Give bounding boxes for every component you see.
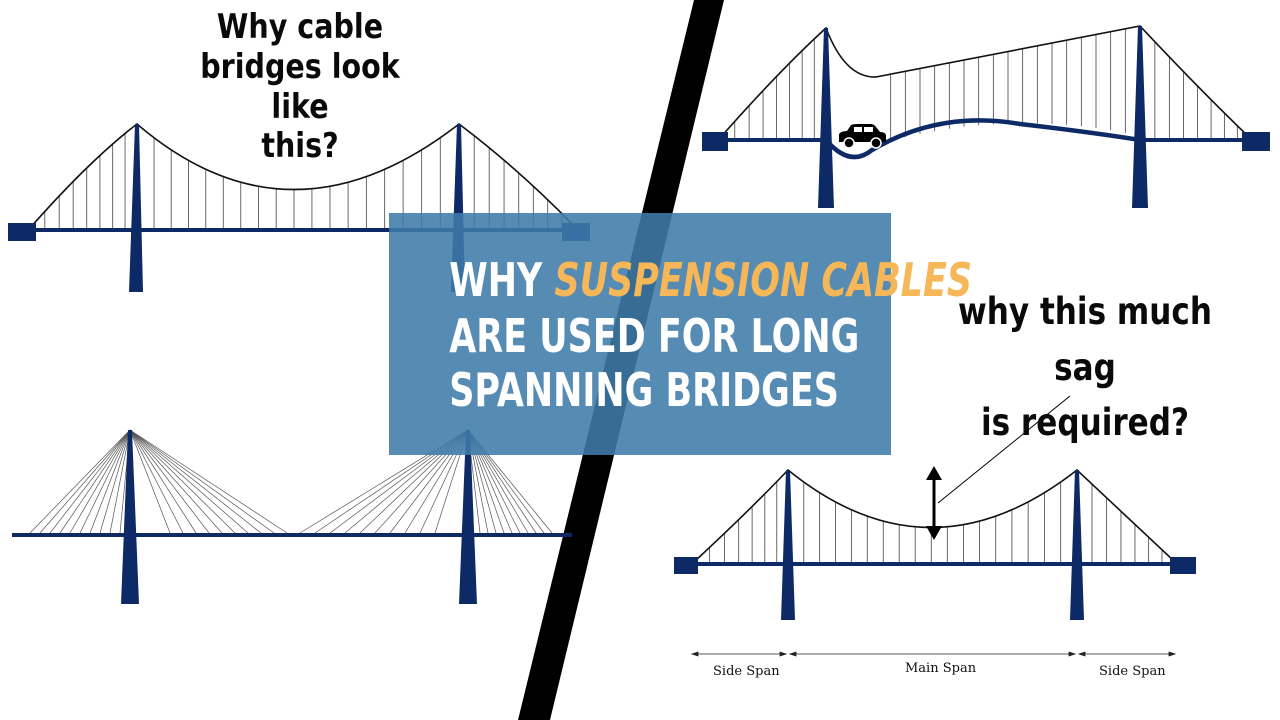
deformed-suspension-bridge — [702, 25, 1270, 208]
banner-line-1: WHY SUSPENSION CABLES — [449, 253, 972, 307]
banner-line-3: SPANNING BRIDGES — [449, 363, 839, 417]
stay-cable — [129, 429, 171, 534]
stay-cable — [109, 429, 131, 534]
tower-right — [1132, 26, 1148, 208]
stay-cable — [129, 429, 184, 534]
stay-cable — [39, 429, 131, 534]
deck-side-left — [706, 138, 830, 142]
stay-cable — [129, 429, 262, 534]
car-icon — [839, 124, 886, 149]
hangers — [709, 481, 1163, 562]
title-banner: WHY SUSPENSION CABLES ARE USED FOR LONG … — [389, 213, 972, 455]
side-span-right-label: Side Span — [1099, 664, 1166, 679]
sag-diagram-bridge — [674, 395, 1196, 657]
main-span-label: Main Span — [905, 661, 977, 676]
stay-cable — [129, 429, 249, 534]
main-cable — [719, 25, 1251, 139]
question-sag: why this much sag is required? — [934, 284, 1236, 451]
stay-cable — [79, 429, 131, 534]
question-line: Why cable — [216, 7, 384, 47]
anchorage-left — [674, 557, 698, 574]
anchorage-left — [702, 132, 728, 151]
callout-leader — [937, 395, 1071, 504]
stay-cable — [129, 429, 223, 534]
question-line: this? — [261, 126, 339, 167]
tower-left — [781, 470, 795, 620]
anchorage-right — [1242, 132, 1270, 151]
stay-cable — [89, 429, 131, 534]
stay-cable — [59, 429, 131, 534]
stay-cable — [129, 429, 275, 534]
stay-cable — [129, 429, 236, 534]
banner-line-2: ARE USED FOR LONG — [449, 309, 860, 363]
stay-cable — [29, 429, 131, 534]
anchorage-right — [1170, 557, 1196, 574]
stay-cable — [69, 429, 131, 534]
tower-left — [121, 430, 139, 604]
tower-right — [1070, 470, 1084, 620]
question-line: bridges look like — [200, 46, 400, 127]
stay-cable — [129, 429, 288, 534]
question-line: why this much sag — [958, 290, 1212, 389]
side-span-left-label: Side Span — [713, 664, 780, 679]
hangers — [734, 28, 1238, 141]
banner-highlight: SUSPENSION CABLES — [554, 253, 973, 307]
span-dimensions — [690, 651, 1177, 657]
deck-side-right — [1136, 138, 1250, 142]
stay-cable — [129, 429, 197, 534]
question-line: is required? — [980, 401, 1190, 444]
main-cable — [29, 122, 577, 229]
tower-left — [129, 124, 143, 292]
stay-cable — [49, 429, 131, 534]
tower-left — [818, 28, 834, 208]
stay-cable — [99, 429, 131, 534]
sag-arrow-icon — [926, 466, 942, 540]
deck-main-deformed — [824, 118, 1141, 160]
tower-right — [459, 430, 477, 604]
deck — [10, 228, 590, 232]
deck — [676, 562, 1194, 566]
banner-prefix: WHY — [449, 253, 555, 307]
anchorage-left — [8, 223, 36, 241]
stay-cable — [129, 429, 210, 534]
question-cable-bridges: Why cable bridges look like this? — [174, 7, 426, 167]
deck — [12, 533, 572, 537]
cable-stayed-bridge — [12, 429, 572, 604]
